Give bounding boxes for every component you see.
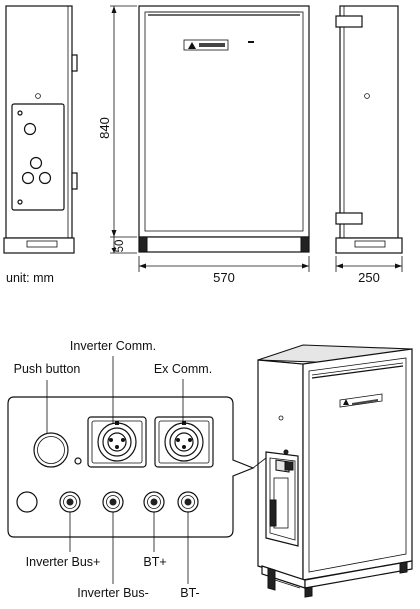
push-button-icon xyxy=(33,432,69,468)
inverter-bus-plus-label: Inverter Bus+ xyxy=(26,555,101,569)
bt-minus-terminal-icon xyxy=(177,491,199,513)
depth-dimension xyxy=(335,256,403,272)
width-dimension xyxy=(138,256,310,272)
hinge-top xyxy=(335,15,363,28)
side-view-left xyxy=(3,5,78,254)
detail-guide-lines xyxy=(252,457,267,469)
callout-leaders xyxy=(46,356,189,584)
base-height-label: 50 xyxy=(114,240,126,253)
width-label: 570 xyxy=(213,270,235,285)
side-connector-panel xyxy=(11,103,65,211)
inverter-comm-socket-icon xyxy=(87,416,147,468)
inverter-bus-minus-label: Inverter Bus- xyxy=(77,586,149,600)
cabinet-logo-icon xyxy=(339,393,383,408)
connector-panel-detail xyxy=(7,396,255,538)
blank-plug-icon xyxy=(16,491,38,513)
hinge-bottom xyxy=(335,212,363,225)
indicator-led-icon xyxy=(74,457,82,465)
front-view xyxy=(138,5,310,253)
bt-plus-label: BT+ xyxy=(143,555,166,569)
ex-comm-label: Ex Comm. xyxy=(154,362,212,376)
push-button-label: Push button xyxy=(14,362,81,376)
unit-label: unit: mm xyxy=(6,271,54,285)
bt-minus-label: BT- xyxy=(180,586,199,600)
depth-label: 250 xyxy=(358,270,380,285)
side-view-right xyxy=(335,5,403,254)
inverter-comm-label: Inverter Comm. xyxy=(70,339,156,353)
height-dimension xyxy=(110,5,137,254)
brand-logo-icon xyxy=(183,39,254,51)
ex-comm-socket-icon xyxy=(154,416,214,468)
height-label: 840 xyxy=(97,117,112,139)
cabinet-perspective-view xyxy=(257,344,413,598)
